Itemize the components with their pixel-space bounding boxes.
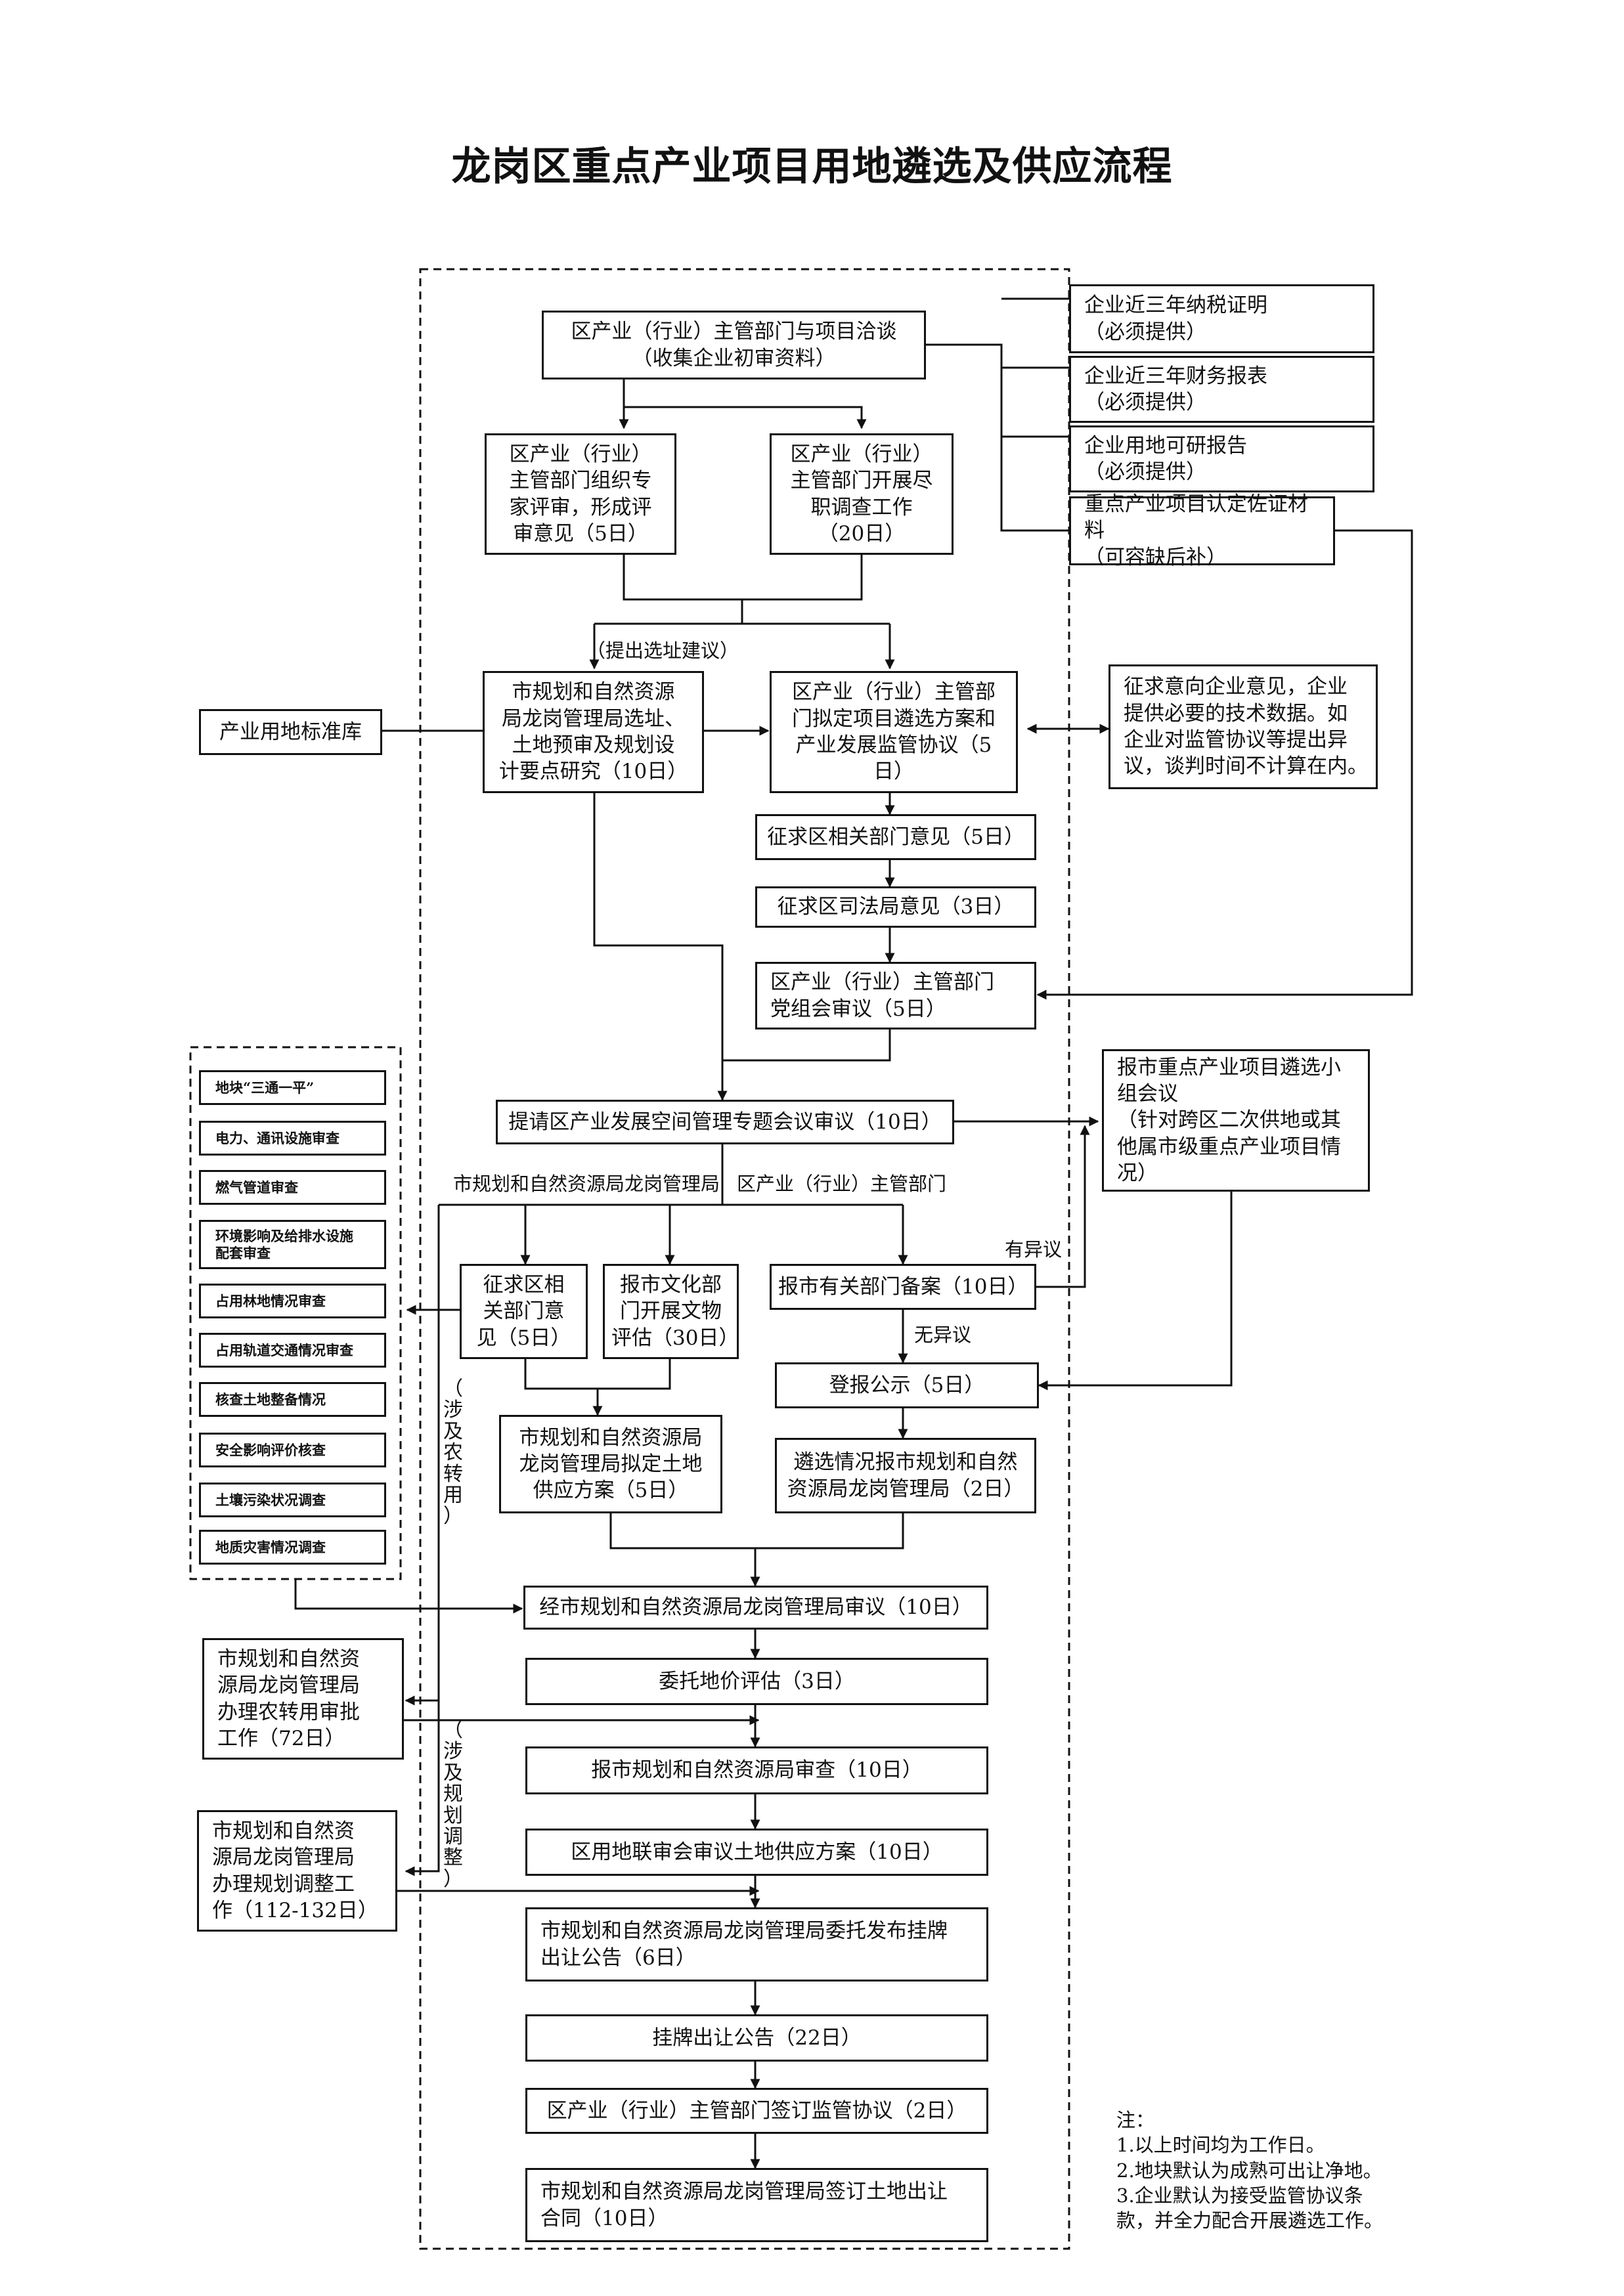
notes-header: 注：: [1116, 2109, 1155, 2131]
checklist-item: 核查土地整备情况: [199, 1382, 386, 1417]
selection-plan-box: 区产业（行业）主管部 门拟定项目遴选方案和 产业发展监管协议（5 日）: [770, 671, 1018, 793]
supply-plan-box: 市规划和自然资源局 龙岗管理局拟定土地 供应方案（5日）: [499, 1415, 722, 1513]
checklist-item: 燃气管道审查: [199, 1170, 386, 1205]
checklist-item: 土壤污染状况调查: [199, 1483, 386, 1517]
note-item: 1.以上时间均为工作日。: [1116, 2134, 1325, 2157]
bureau-branch-label: 市规划和自然资源局龙岗管理局: [453, 1173, 720, 1195]
note-item: 3.企业默认为接受监管协议条 款，并全力配合开展遴选工作。: [1116, 2184, 1384, 2232]
cultural-relic-box: 报市文化部 门开展文物 评估（30日）: [603, 1264, 739, 1359]
plan-adjust-box: 市规划和自然资 源局龙岗管理局 办理规划调整工 作（112-132日）: [197, 1810, 397, 1932]
listing-box: 挂牌出让公告（22日）: [525, 2014, 988, 2062]
farmland-approval-box: 市规划和自然资 源局龙岗管理局 办理农转用审批 工作（72日）: [202, 1638, 404, 1760]
expert-review-box: 区产业（行业） 主管部门组织专 家评审，形成评 审意见（5日）: [485, 433, 676, 555]
checklist-item: 安全影响评价核查: [199, 1433, 386, 1467]
industry-dept-branch-label: 区产业（行业）主管部门: [737, 1173, 947, 1195]
city-group-meeting-box: 报市重点产业项目遴选小 组会议 （针对跨区二次供地或其 他属市级重点产业项目情 …: [1102, 1049, 1370, 1192]
site-study-box: 市规划和自然资源 局龙岗管理局选址、 土地预审及规划设 计要点研究（10日）: [483, 671, 704, 793]
report-selection-box: 遴选情况报市规划和自然 资源局龙岗管理局（2日）: [775, 1438, 1036, 1513]
land-standard-db-box: 产业用地标准库: [199, 709, 382, 755]
listing-notice-box: 市规划和自然资源局龙岗管理局委托发布挂牌 出让公告（6日）: [525, 1907, 988, 1982]
city-audit-box: 报市规划和自然资源局审查（10日）: [525, 1746, 988, 1794]
notes-block: 注： 1.以上时间均为工作日。 2.地块默认为成熟可出让净地。 3.企业默认为接…: [1116, 2108, 1615, 2233]
no-objection-label: 无异议: [914, 1324, 972, 1346]
checklist-item: 占用林地情况审查: [199, 1284, 386, 1318]
dept-opinion-box: 征求区相关部门意见（5日）: [755, 814, 1036, 860]
site-suggestion-label: （提出选址建议）: [586, 639, 739, 662]
publicity-box: 登报公示（5日）: [775, 1362, 1039, 1408]
filing-box: 报市有关部门备案（10日）: [770, 1264, 1036, 1310]
feasibility-report-box: 企业用地可研报告 （必须提供）: [1069, 425, 1374, 492]
enterprise-opinion-box: 征求意向企业意见，企业 提供必要的技术数据。如 企业对监管协议等提出异 议，谈判…: [1108, 664, 1378, 789]
note-item: 2.地块默认为成熟可出让净地。: [1116, 2159, 1382, 2182]
party-review-box: 区产业（行业）主管部门 党组会审议（5日）: [755, 962, 1036, 1029]
district-meeting-box: 提请区产业发展空间管理专题会议审议（10日）: [496, 1100, 954, 1144]
land-contract-box: 市规划和自然资源局龙岗管理局签订土地出让 合同（10日）: [525, 2168, 988, 2242]
page-title: 龙岗区重点产业项目用地遴选及供应流程: [451, 144, 1173, 190]
city-review-box: 经市规划和自然资源局龙岗管理局审议（10日）: [523, 1586, 988, 1630]
due-diligence-box: 区产业（行业） 主管部门开展尽 职调查工作 （20日）: [770, 433, 954, 555]
tax-proof-box: 企业近三年纳税证明 （必须提供）: [1069, 284, 1374, 353]
supervision-agreement-box: 区产业（行业）主管部门签订监管协议（2日）: [525, 2088, 988, 2134]
checklist-item: 地块“三通一平”: [199, 1070, 386, 1105]
checklist-item: 环境影响及给排水设施 配套审查: [199, 1220, 386, 1269]
plan-adjustment-label: （ 涉 及 规 划 调 整 ）: [443, 1719, 463, 1891]
joint-review-box: 区用地联审会审议土地供应方案（10日）: [525, 1829, 988, 1876]
price-eval-box: 委托地价评估（3日）: [525, 1658, 988, 1705]
evidence-material-box: 重点产业项目认定佐证材料 （可容缺后补）: [1069, 492, 1335, 569]
negotiate-box: 区产业（行业）主管部门与项目洽谈 （收集企业初审资料）: [542, 311, 926, 379]
checklist-item: 电力、通讯设施审查: [199, 1121, 386, 1156]
checklist-item: 占用轨道交通情况审查: [199, 1333, 386, 1368]
checklist-item: 地质灾害情况调查: [199, 1530, 386, 1565]
farmland-conversion-label: （ 涉 及 农 转 用 ）: [443, 1377, 463, 1528]
has-objection-label: 有异议: [1005, 1238, 1063, 1261]
dept-opinion-2-box: 征求区相 关部门意 见（5日）: [460, 1264, 588, 1359]
justice-opinion-box: 征求区司法局意见（3日）: [755, 886, 1036, 928]
financial-report-box: 企业近三年财务报表 （必须提供）: [1069, 356, 1374, 423]
